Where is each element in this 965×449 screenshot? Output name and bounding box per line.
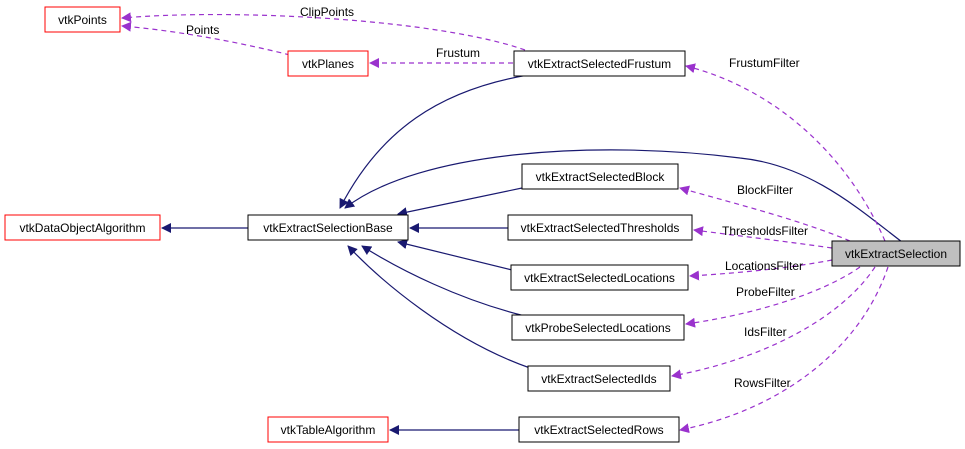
label-thresholds-filter: ThresholdsFilter: [722, 224, 808, 238]
node-vtkextractselectedids-label: vtkExtractSelectedIds: [541, 372, 656, 386]
label-probe-filter: ProbeFilter: [736, 285, 795, 299]
node-vtkplanes[interactable]: vtkPlanes: [287, 50, 369, 77]
edge-probe-to-base: [361, 245, 526, 317]
edge-selection-idsfilter: [671, 266, 876, 380]
edge-selection-frustumfilter: [685, 63, 886, 242]
node-vtkextractselectedrows-label: vtkExtractSelectedRows: [534, 423, 663, 437]
node-vtkextractselectedthresholds[interactable]: vtkExtractSelectedThresholds: [507, 214, 693, 241]
edge-locations-to-base: [397, 239, 513, 271]
edge-block-to-base: [397, 187, 523, 218]
node-vtkextractselectionbase[interactable]: vtkExtractSelectionBase: [247, 214, 409, 241]
edge-frustum-to-base: [339, 74, 529, 209]
node-vtkextractselectedblock[interactable]: vtkExtractSelectedBlock: [521, 163, 679, 190]
node-vtkextractselection[interactable]: vtkExtractSelection: [831, 240, 961, 267]
edge-labels: ClipPoints Points Frustum FrustumFilter …: [186, 5, 808, 390]
node-vtkpoints-label: vtkPoints: [58, 13, 107, 27]
node-vtktablealgorithm[interactable]: vtkTableAlgorithm: [267, 416, 389, 443]
label-locations-filter: LocationsFilter: [725, 259, 803, 273]
node-vtkextractselectedthresholds-label: vtkExtractSelectedThresholds: [521, 221, 680, 235]
node-vtkextractselectionbase-label: vtkExtractSelectionBase: [263, 221, 393, 235]
node-vtkprobeselectedlocations[interactable]: vtkProbeSelectedLocations: [511, 314, 685, 341]
node-vtkextractselectedfrustum[interactable]: vtkExtractSelectedFrustum: [513, 50, 686, 77]
node-vtkextractselectedlocations[interactable]: vtkExtractSelectedLocations: [510, 264, 689, 291]
label-ids-filter: IdsFilter: [744, 325, 787, 339]
edge-planes-points: [121, 21, 291, 56]
label-frustum: Frustum: [436, 46, 480, 60]
node-vtktablealgorithm-label: vtkTableAlgorithm: [281, 423, 376, 437]
node-vtkextractselectedrows[interactable]: vtkExtractSelectedRows: [518, 416, 680, 443]
edge-selection-blockfilter: [679, 185, 851, 242]
label-block-filter: BlockFilter: [737, 183, 793, 197]
label-rows-filter: RowsFilter: [734, 376, 791, 390]
nodes: vtkPoints vtkPlanes vtkExtractSelectedFr…: [4, 6, 961, 443]
label-points: Points: [186, 23, 219, 37]
node-vtkextractselectedblock-label: vtkExtractSelectedBlock: [536, 170, 666, 184]
edge-selection-to-base: [344, 149, 903, 243]
inheritance-edges: [161, 74, 903, 435]
node-vtkplanes-label: vtkPlanes: [302, 57, 354, 71]
label-clip-points: ClipPoints: [300, 5, 354, 19]
edge-selection-rowsfilter: [679, 266, 889, 434]
edge-ids-to-base: [347, 245, 531, 369]
usage-edges: [121, 12, 889, 434]
edge-selection-probefilter: [685, 266, 861, 328]
edge-selection-locationsfilter: [689, 259, 833, 281]
label-frustum-filter: FrustumFilter: [729, 56, 800, 70]
node-vtkextractselectedids[interactable]: vtkExtractSelectedIds: [527, 365, 671, 392]
node-vtkdataobjectalgorithm-label: vtkDataObjectAlgorithm: [19, 221, 145, 235]
node-vtkprobeselectedlocations-label: vtkProbeSelectedLocations: [525, 321, 670, 335]
node-vtkpoints[interactable]: vtkPoints: [44, 6, 121, 33]
node-vtkextractselection-label: vtkExtractSelection: [845, 247, 947, 261]
node-vtkdataobjectalgorithm[interactable]: vtkDataObjectAlgorithm: [4, 214, 161, 241]
edge-frustum-clippoints: [121, 12, 526, 51]
node-vtkextractselectedlocations-label: vtkExtractSelectedLocations: [524, 271, 675, 285]
node-vtkextractselectedfrustum-label: vtkExtractSelectedFrustum: [528, 57, 671, 71]
